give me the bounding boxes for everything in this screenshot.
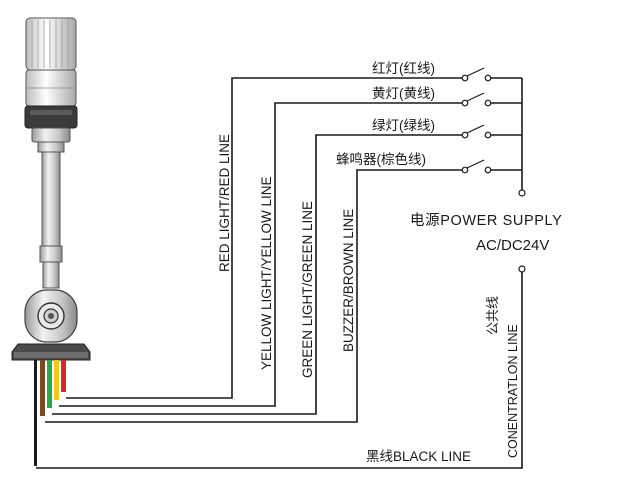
- switch-yellow: [461, 92, 522, 107]
- green-wire-stub: [47, 360, 52, 408]
- power-voltage-label: AC/DC24V: [476, 237, 549, 254]
- green-line: [52, 134, 462, 415]
- red-line-label: RED LIGHT/RED LINE: [217, 134, 232, 272]
- buzzer-line: [45, 169, 462, 423]
- switch-yellow-label: 黄灯(黄线): [372, 86, 435, 101]
- black-line: [36, 272, 523, 469]
- switch-green-label: 绿灯(绿线): [372, 118, 435, 133]
- wire-stubs: [34, 360, 66, 466]
- switch-red: [461, 67, 522, 82]
- red-wire-stub: [61, 360, 66, 392]
- power-terminal-top: [518, 189, 526, 197]
- wiring-lines: [36, 67, 526, 469]
- common-line-label-en: CONENTRATLON LINE: [506, 324, 520, 458]
- black-line-label: 黑线BLACK LINE: [366, 449, 471, 464]
- power-terminal-bottom: [518, 265, 526, 273]
- switch-red-label: 红灯(红线): [372, 61, 435, 76]
- yellow-line: [59, 102, 462, 407]
- red-line: [66, 77, 462, 399]
- buzzer-line-label: BUZZER/BROWN LINE: [341, 209, 356, 352]
- switch-green: [461, 124, 522, 139]
- yellow-wire-stub: [54, 360, 59, 400]
- green-line-label: GREEN LIGHT/GREEN LINE: [300, 201, 315, 378]
- switch-buzzer: [461, 159, 522, 174]
- yellow-line-label: YELLOW LIGHT/YELLOW LINE: [259, 176, 274, 370]
- power-supply-label: 电源POWER SUPPLY: [410, 212, 562, 229]
- black-wire-stub: [34, 360, 37, 466]
- switch-buzzer-label: 蜂鸣器(棕色线): [336, 151, 426, 167]
- signal-tower-illustration: [11, 17, 91, 361]
- brown-wire-stub: [40, 360, 45, 416]
- common-line-label-cn: 公共线: [485, 296, 500, 335]
